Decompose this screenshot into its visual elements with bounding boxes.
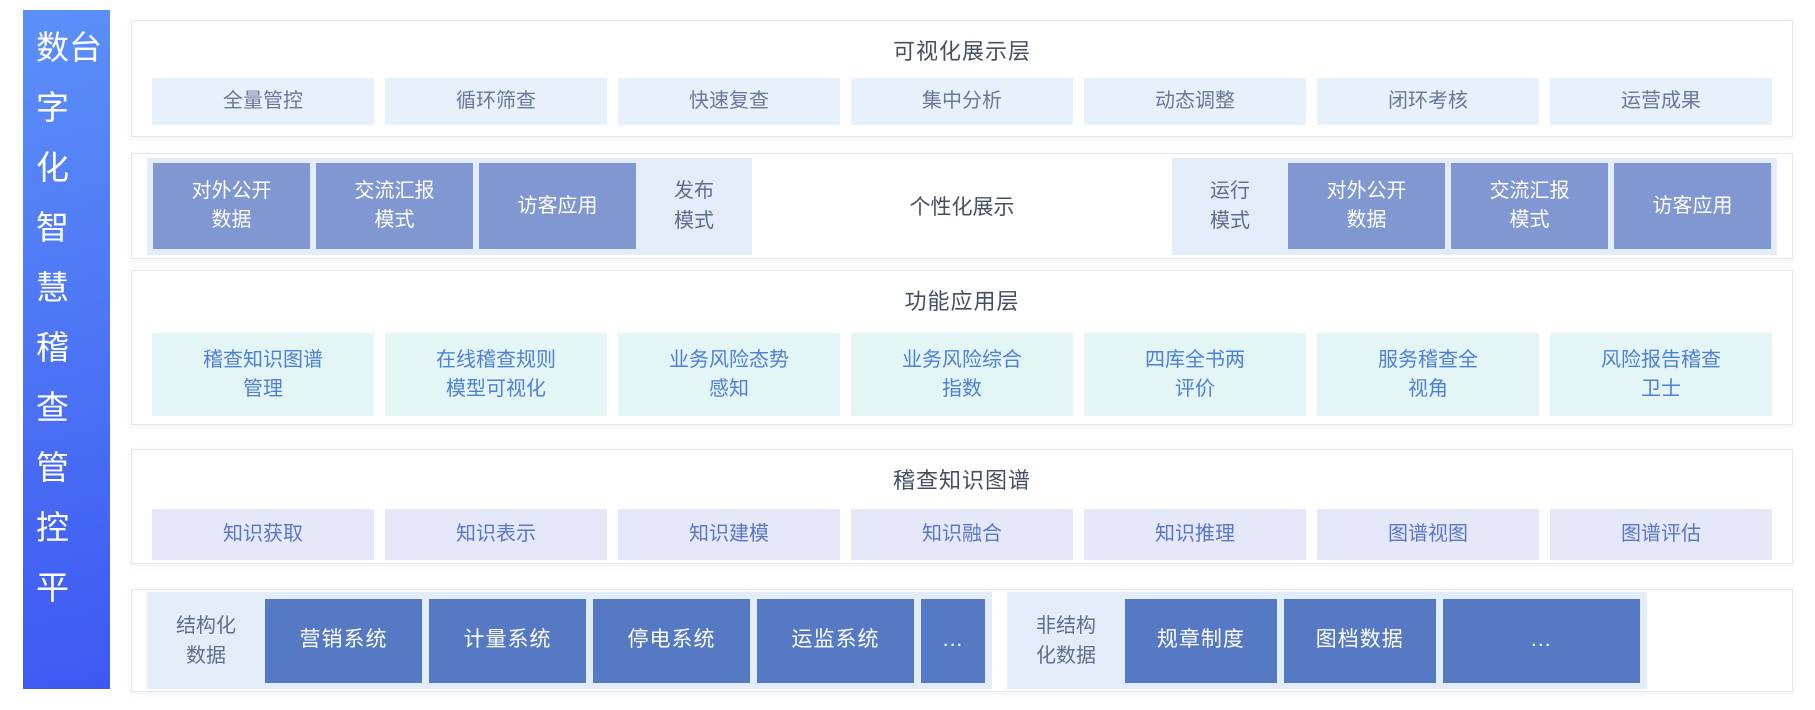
structured-system-box: ...	[921, 598, 985, 683]
visualization-item-box: 集中分析	[851, 78, 1073, 125]
layers-area: 可视化展示层 全量管控循环筛查快速复查集中分析动态调整闭环考核运营成果 对外公开…	[131, 0, 1793, 692]
visualization-item-box: 闭环考核	[1317, 78, 1539, 125]
knowledge-graph-item-box: 图谱视图	[1317, 509, 1539, 560]
layer-title-visualization: 可视化展示层	[892, 39, 1031, 64]
layer-function-application: 功能应用层 稽查知识图谱 管理在线稽查规则 模型可视化业务风险态势 感知业务风险…	[131, 270, 1793, 425]
structured-system-box: 运监系统	[757, 598, 914, 683]
function-item-box: 稽查知识图谱 管理	[152, 333, 374, 416]
layer-visualization: 可视化展示层 全量管控循环筛查快速复查集中分析动态调整闭环考核运营成果	[131, 20, 1793, 137]
knowledge-graph-item-box: 图谱评估	[1550, 509, 1772, 560]
knowledge-graph-item-box: 知识融合	[851, 509, 1073, 560]
unstructured-data-group: 非结构 化数据 规章制度图档数据...	[1007, 592, 1647, 689]
structured-system-box: 停电系统	[593, 598, 750, 683]
function-item-box: 四库全书两 评价	[1084, 333, 1306, 416]
visualization-items: 全量管控循环筛查快速复查集中分析动态调整闭环考核运营成果	[132, 66, 1792, 125]
visualization-item-box: 全量管控	[152, 78, 374, 125]
function-item-box: 服务稽查全 视角	[1317, 333, 1539, 416]
function-item-box: 在线稽查规则 模型可视化	[385, 333, 607, 416]
publish-mode-box: 访客应用	[479, 163, 636, 249]
knowledge-graph-items: 知识获取知识表示知识建模知识融合知识推理图谱视图图谱评估	[132, 495, 1792, 560]
platform-title: 数字化智慧稽查管控平台	[31, 30, 102, 630]
function-items: 稽查知识图谱 管理在线稽查规则 模型可视化业务风险态势 感知业务风险综合 指数四…	[132, 316, 1792, 416]
function-item-box: 业务风险综合 指数	[851, 333, 1073, 416]
visualization-item-box: 快速复查	[618, 78, 840, 125]
publish-mode-box: 交流汇报 模式	[316, 163, 473, 249]
publish-mode-group: 对外公开 数据交流汇报 模式访客应用 发布 模式	[147, 157, 752, 255]
platform-title-bar: 数字化智慧稽查管控平台	[23, 10, 110, 689]
structured-system-box: 营销系统	[265, 598, 422, 683]
structured-data-group: 结构化 数据 营销系统计量系统停电系统运监系统...	[147, 592, 992, 689]
unstructured-data-box: 规章制度	[1125, 598, 1277, 683]
publish-mode-label: 发布 模式	[674, 180, 714, 232]
run-mode-group: 运行 模式 对外公开 数据交流汇报 模式访客应用	[1172, 157, 1777, 255]
knowledge-graph-item-box: 知识推理	[1084, 509, 1306, 560]
visualization-item-box: 运营成果	[1550, 78, 1772, 125]
run-mode-box: 访客应用	[1614, 163, 1771, 249]
function-item-box: 风险报告稽查 卫士	[1550, 333, 1772, 416]
knowledge-graph-item-box: 知识表示	[385, 509, 607, 560]
layer-title-function: 功能应用层	[904, 289, 1020, 314]
layer-data-sources: 结构化 数据 营销系统计量系统停电系统运监系统... 非结构 化数据 规章制度图…	[131, 589, 1793, 692]
function-item-box: 业务风险态势 感知	[618, 333, 840, 416]
structured-system-boxes: 营销系统计量系统停电系统运监系统...	[265, 598, 985, 683]
visualization-item-box: 动态调整	[1084, 78, 1306, 125]
layer-knowledge-graph: 稽查知识图谱 知识获取知识表示知识建模知识融合知识推理图谱视图图谱评估	[131, 449, 1793, 564]
run-mode-boxes: 对外公开 数据交流汇报 模式访客应用	[1288, 163, 1771, 249]
run-mode-box: 对外公开 数据	[1288, 163, 1445, 249]
unstructured-data-box: 图档数据	[1283, 598, 1436, 683]
run-mode-label: 运行 模式	[1210, 180, 1250, 232]
layer-display-modes: 对外公开 数据交流汇报 模式访客应用 发布 模式 个性化展示 运行 模式 对外公…	[131, 153, 1793, 259]
unstructured-data-box: ...	[1442, 598, 1640, 683]
publish-mode-box: 对外公开 数据	[153, 163, 310, 249]
personalized-display-label: 个性化展示	[909, 196, 1015, 219]
unstructured-data-boxes: 规章制度图档数据...	[1125, 598, 1640, 683]
structured-system-box: 计量系统	[429, 598, 586, 683]
unstructured-data-label: 非结构 化数据	[1036, 614, 1096, 667]
layer-title-knowledge-graph: 稽查知识图谱	[892, 468, 1031, 493]
knowledge-graph-item-box: 知识建模	[618, 509, 840, 560]
run-mode-box: 交流汇报 模式	[1451, 163, 1608, 249]
publish-mode-boxes: 对外公开 数据交流汇报 模式访客应用	[153, 163, 636, 249]
structured-data-label: 结构化 数据	[176, 614, 236, 667]
visualization-item-box: 循环筛查	[385, 78, 607, 125]
knowledge-graph-item-box: 知识获取	[152, 509, 374, 560]
